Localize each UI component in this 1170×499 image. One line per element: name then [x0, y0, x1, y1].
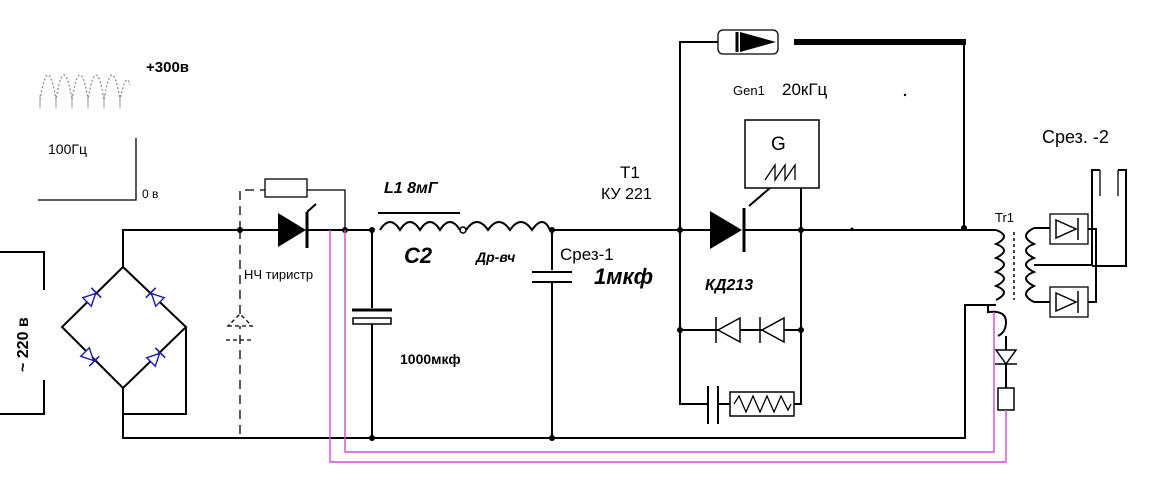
- bridge-diode-4: [145, 347, 166, 368]
- label-srez1: Срез-1: [560, 245, 614, 264]
- generator-gen1: Gen1 20кГц G: [733, 80, 828, 230]
- control-branch: [329, 230, 1018, 463]
- thyristor-lf: [278, 213, 306, 247]
- mains-input: ~ 220 в: [0, 251, 45, 415]
- label-l1: L1 8мГ: [384, 180, 439, 197]
- transformer-tr1: Tr1: [987, 210, 1092, 337]
- dashed-diode: [226, 313, 254, 341]
- label-mains: ~ 220 в: [15, 317, 32, 372]
- capacitor-1uf: Срез-1 1мкф: [532, 227, 653, 441]
- output-rectifier: Срез. -2: [1042, 127, 1127, 318]
- control-wire: [344, 230, 995, 453]
- choke-hf: Др-вч: [459, 221, 680, 265]
- label-t1: T1: [620, 163, 640, 182]
- snubber-rc: [679, 330, 802, 424]
- waveform-inset: +300в 100Гц 0 в: [38, 59, 189, 201]
- label-gen1: Gen1: [733, 83, 765, 98]
- rectified-waveform: [39, 74, 131, 101]
- kd213-diodes: [677, 230, 804, 344]
- label-1mkf: 1мкф: [594, 264, 653, 289]
- resistor-top: [264, 178, 308, 198]
- label-kd213: КД213: [705, 277, 753, 294]
- bridge-diode-3: [79, 346, 100, 367]
- label-dr-vch: Др-вч: [475, 249, 515, 265]
- capacitor-1000uf: 1000мкф: [352, 227, 461, 441]
- label-20khz: 20кГц: [782, 80, 828, 99]
- thyristor-t1: T1 КУ 221 КД213: [601, 163, 996, 294]
- label-g: G: [771, 134, 786, 155]
- bridge-diode-1: [81, 287, 102, 308]
- label-nch-thyristor: НЧ тиристр: [244, 267, 313, 282]
- label-srez2: Срез. -2: [1042, 127, 1109, 147]
- label-1000mkf: 1000мкф: [400, 351, 461, 367]
- label-c2: C2: [404, 243, 433, 268]
- top-diode-line: [679, 29, 967, 231]
- diode-bridge: [60, 229, 240, 439]
- label-freq100: 100Гц: [48, 141, 87, 157]
- inductor-l1: L1 8мГ C2: [378, 180, 461, 268]
- label-tr1: Tr1: [995, 210, 1014, 225]
- label-zero-v: 0 в: [142, 187, 158, 201]
- label-plus300v: +300в: [146, 59, 189, 76]
- lf-thyristor-section: НЧ тиристр: [226, 178, 372, 438]
- bridge-diode-2: [145, 287, 166, 308]
- ground-rail: [240, 304, 996, 439]
- label-ku221: КУ 221: [601, 186, 652, 203]
